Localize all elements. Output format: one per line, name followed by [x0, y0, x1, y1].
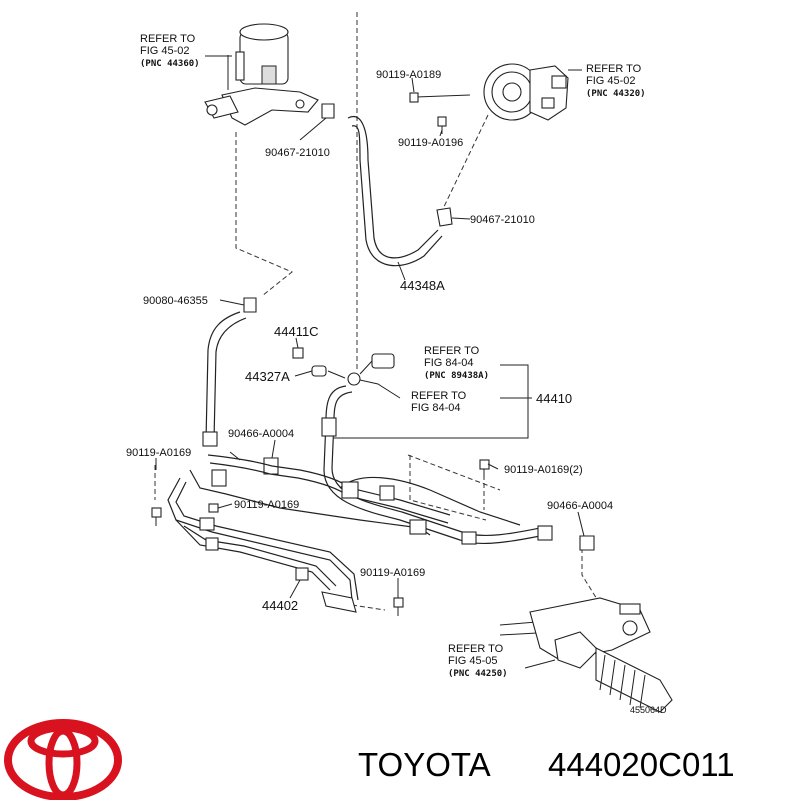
union-and-gasket: [292, 347, 346, 379]
reservoir-tank: [204, 23, 319, 126]
callout-gear-ref: REFER TO FIG 45-05 (PNC 44250): [448, 643, 508, 679]
part-label: 90119-A0169: [126, 447, 191, 459]
clamps: [243, 103, 595, 551]
loose-bolts: [151, 459, 490, 616]
callout-line: REFER TO: [411, 390, 467, 402]
part-label: 44402: [262, 598, 298, 613]
callout-reservoir-ref: REFER TO FIG 45-02 (PNC 44360): [140, 33, 200, 69]
callout-line: REFER TO: [424, 345, 480, 357]
brand-name: TOYOTA: [358, 746, 491, 783]
label-leaders: [155, 55, 585, 669]
part-label: 90119-A0196: [398, 137, 463, 149]
part-label: 90119-A0169: [234, 499, 299, 511]
return-hose: [202, 311, 247, 447]
return-tube-44402: [167, 454, 521, 613]
callout-switch-ref: REFER TO FIG 84-04 (PNC 89438A): [424, 345, 489, 381]
callout-line: FIG 84-04: [424, 357, 474, 369]
toyota-logo: [4, 719, 122, 801]
callout-line: FIG 84-04: [411, 402, 461, 414]
part-label: 90119-A0169: [360, 567, 425, 579]
part-label: 90119-A0169(2): [504, 464, 583, 476]
part-label: 44327A: [245, 369, 290, 384]
part-number: 444020C011: [548, 746, 735, 783]
callout-sensor-ref: REFER TO FIG 84-04: [411, 390, 467, 414]
power-steering-pump: [483, 63, 569, 121]
steering-gear: [499, 597, 673, 713]
callout-line: REFER TO: [448, 643, 504, 655]
callout-pump-ref: REFER TO FIG 45-02 (PNC 44320): [586, 63, 646, 99]
part-label: 90467-21010: [470, 214, 535, 226]
part-number-labels: 90119-A0189 90119-A0196 90467-21010 9046…: [126, 69, 667, 715]
part-label: 44348A: [400, 278, 445, 293]
part-label: 90119-A0189: [376, 69, 441, 81]
figure-id: 455064D: [630, 705, 667, 715]
callout-line: (PNC 89438A): [424, 371, 489, 381]
part-label: 90080-46355: [143, 295, 208, 307]
part-label: 90467-21010: [265, 147, 330, 159]
pressure-switch: [347, 353, 395, 386]
callout-line: (PNC 44250): [448, 669, 508, 679]
part-label: 90466-A0004: [228, 428, 294, 440]
callout-line: FIG 45-05: [448, 655, 498, 667]
pump-bolts: [409, 92, 471, 134]
callout-line: REFER TO: [586, 63, 642, 75]
callout-line: (PNC 44320): [586, 89, 646, 99]
callout-line: FIG 45-02: [586, 75, 636, 87]
hose-44348a: [347, 116, 443, 267]
callout-line: FIG 45-02: [140, 45, 190, 57]
part-label: 44410: [536, 391, 572, 406]
callout-line: REFER TO: [140, 33, 196, 45]
callout-line: (PNC 44360): [140, 59, 200, 69]
part-label: 44411C: [274, 324, 319, 339]
part-label: 90466-A0004: [547, 500, 613, 512]
